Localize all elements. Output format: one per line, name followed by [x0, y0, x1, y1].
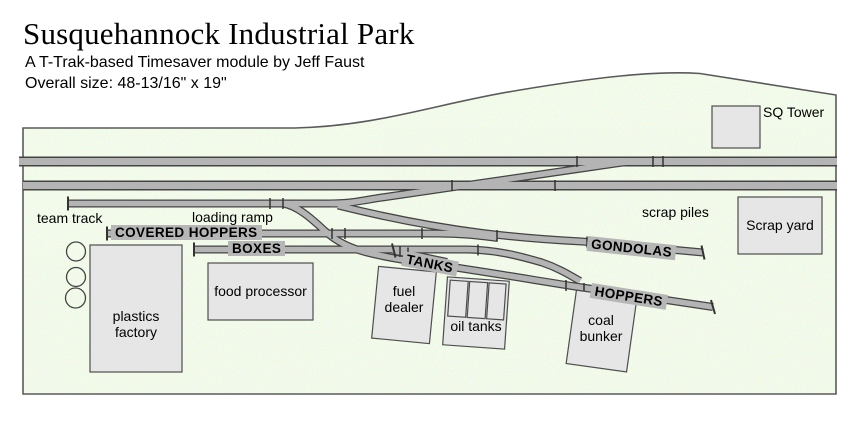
loading-ramp-label: loading ramp	[192, 209, 273, 225]
storage-tank-icon	[64, 287, 87, 309]
food-processor-label: food processor	[214, 283, 307, 299]
oil-tanks-building	[442, 276, 510, 350]
page-title: Susquehannock Industrial Park	[23, 16, 415, 51]
fuel-dealer-label: fuel dealer	[384, 283, 424, 315]
turnout-ticks	[269, 156, 664, 294]
food-processor-building	[207, 262, 314, 321]
overall-size-text: Overall size: 48-13/16" x 19"	[25, 75, 227, 92]
page-subtitle: A T-Trak-based Timesaver module by Jeff …	[25, 54, 365, 71]
oil-tanks-label: oil tanks	[450, 318, 502, 334]
track-fills	[19, 158, 837, 310]
oil-tank-cell	[466, 280, 489, 320]
scrap-piles-label: scrap piles	[642, 204, 709, 220]
covered-hoppers-track-label: COVERED HOPPERS	[111, 225, 262, 240]
buildings-layer	[89, 105, 823, 373]
sq-tower-building	[711, 105, 761, 149]
team-track-label: team track	[37, 210, 103, 226]
plastics-factory-building	[89, 244, 183, 373]
storage-tank-circles	[64, 241, 87, 309]
plastics-factory-label: plastics factory	[112, 308, 160, 340]
oil-tank-cell	[485, 282, 507, 321]
oil-tank-cell	[447, 279, 469, 318]
fuel-dealer-building	[371, 265, 437, 345]
coal-bunker-label: coal bunker	[579, 312, 623, 344]
scrap-yard-label: Scrap yard	[746, 217, 814, 233]
boxes-track-label: BOXES	[228, 241, 286, 256]
sq-tower-label: SQ Tower	[763, 104, 825, 120]
track-end-caps	[67, 196, 716, 315]
scrap-yard-building	[737, 196, 823, 255]
storage-tank-icon	[65, 266, 87, 288]
storage-tank-icon	[65, 241, 87, 262]
